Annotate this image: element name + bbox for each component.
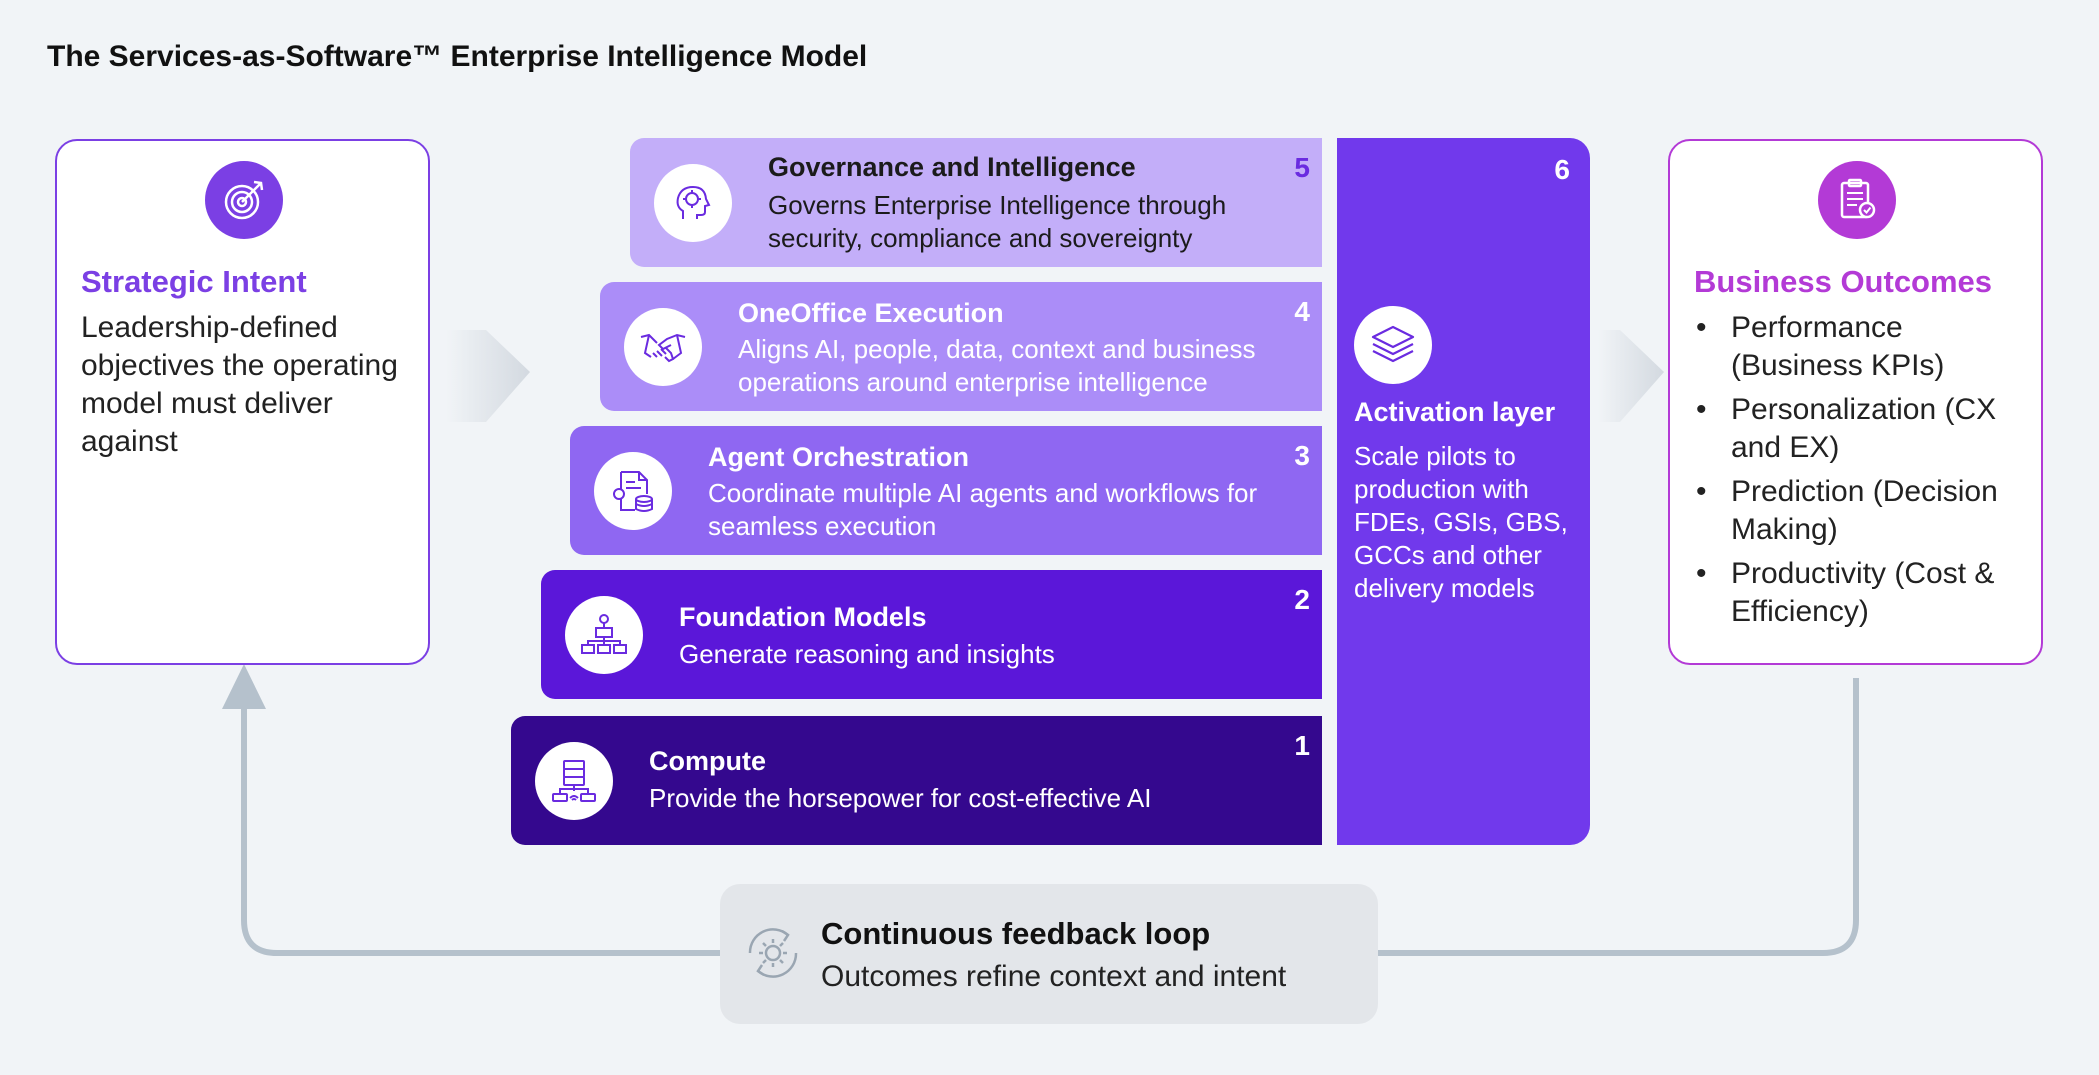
feedback-loop-description: Outcomes refine context and intent — [821, 960, 1287, 993]
flow-arrow-right — [1598, 330, 1664, 422]
layer-description: Governs Enterprise Intelligence through … — [768, 190, 1227, 253]
handshake-icon — [624, 307, 702, 386]
layer-name: OneOffice Execution — [738, 298, 1004, 328]
layer-name: Compute — [649, 746, 766, 776]
strategic-intent-heading: Strategic Intent — [81, 264, 307, 299]
layer-number: 1 — [1294, 730, 1310, 761]
ai-head-icon — [654, 163, 732, 242]
layer-number: 2 — [1294, 584, 1310, 615]
activation-description: Scale pilots to production with FDEs, GS… — [1354, 441, 1568, 603]
strategic-intent-description: Leadership-defined objectives the operat… — [81, 311, 398, 458]
business-outcomes-list: Performance (Business KPIs) Personalizat… — [1694, 309, 2034, 637]
flowchart-icon — [565, 595, 643, 674]
gear-cycle-icon — [742, 922, 804, 989]
activation-layer: 6 Activation layer Scale pilots to produ… — [1337, 138, 1590, 845]
activation-name: Activation layer — [1354, 397, 1556, 427]
target-icon — [205, 161, 283, 239]
outcome-item: Productivity (Cost & Efficiency) — [1694, 555, 2034, 631]
page-title: The Services-as-Software™ Enterprise Int… — [47, 40, 868, 73]
layer-number: 4 — [1294, 296, 1310, 327]
layer-oneoffice-execution: OneOffice Execution Aligns AI, people, d… — [600, 282, 1322, 411]
layers-icon — [1354, 306, 1432, 384]
flow-arrow-left — [446, 330, 530, 422]
outcome-item: Prediction (Decision Making) — [1694, 473, 2034, 549]
outcome-item: Performance (Business KPIs) — [1694, 309, 2034, 385]
layer-number: 5 — [1294, 152, 1310, 183]
strategic-intent-card: Strategic Intent Leadership-defined obje… — [55, 139, 430, 665]
server-icon — [535, 741, 613, 820]
layer-foundation-models: Foundation Models Generate reasoning and… — [541, 570, 1322, 699]
layer-number: 3 — [1294, 440, 1310, 471]
layer-description: Provide the horsepower for cost-effectiv… — [649, 783, 1152, 813]
layer-name: Agent Orchestration — [708, 442, 970, 472]
feedback-loop-line — [241, 678, 1859, 956]
layer-agent-orchestration: Agent Orchestration Coordinate multiple … — [570, 426, 1322, 555]
feedback-loop-box: Continuous feedback loop Outcomes refine… — [720, 884, 1378, 1024]
document-gear-icon — [594, 451, 672, 530]
report-icon — [1818, 161, 1896, 239]
feedback-loop-title: Continuous feedback loop — [821, 916, 1211, 951]
layer-governance-intelligence: Governance and Intelligence Governs Ente… — [630, 138, 1322, 267]
layer-compute: Compute Provide the horsepower for cost-… — [511, 716, 1322, 845]
feedback-arrow-head — [222, 664, 266, 709]
activation-number: 6 — [1554, 154, 1570, 185]
outcome-item: Personalization (CX and EX) — [1694, 391, 2034, 467]
layer-description: Coordinate multiple AI agents and workfl… — [708, 478, 1258, 541]
layer-name: Governance and Intelligence — [768, 152, 1136, 182]
business-outcomes-card: Business Outcomes Performance (Business … — [1668, 139, 2043, 665]
layer-description: Aligns AI, people, data, context and bus… — [738, 334, 1256, 397]
business-outcomes-heading: Business Outcomes — [1694, 264, 1993, 299]
layer-description: Generate reasoning and insights — [679, 639, 1055, 669]
layer-name: Foundation Models — [679, 602, 927, 632]
